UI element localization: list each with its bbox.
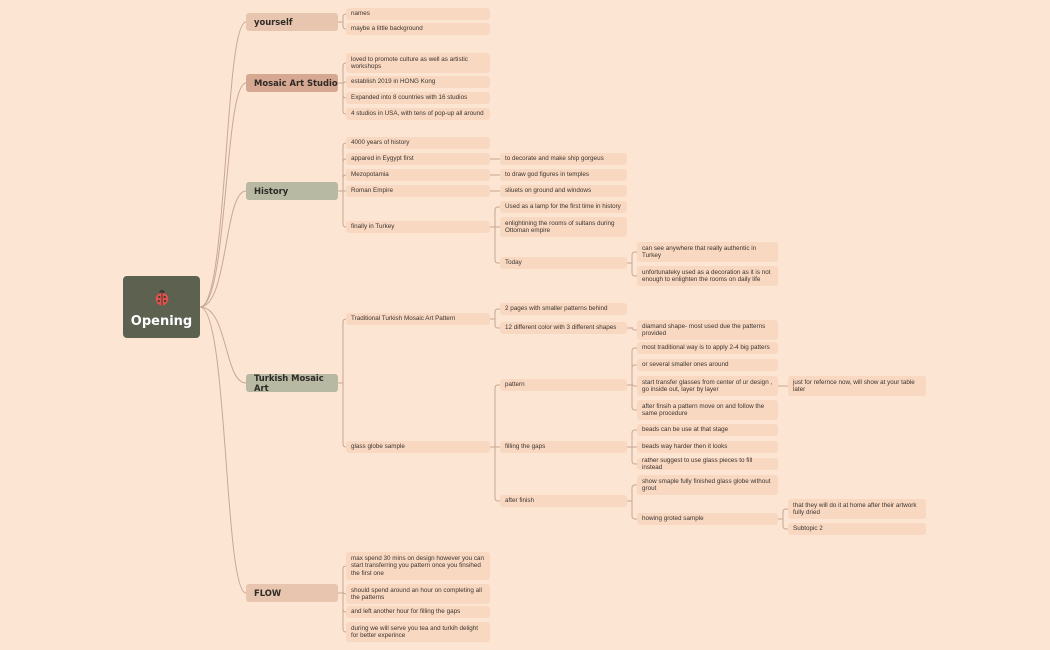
- subtopic-connector: [338, 82, 347, 115]
- subtopic-node[interactable]: enlightining the rooms of sultans during…: [500, 217, 627, 237]
- subtopic-node[interactable]: most traditional way is to apply 2-4 big…: [637, 342, 778, 354]
- subtopic-node[interactable]: unfortunateky used as a decoration as it…: [637, 266, 778, 286]
- subtopic-node[interactable]: max spend 30 mins on design however you …: [346, 552, 490, 580]
- subtopic-node[interactable]: sliuets on ground and windows: [500, 185, 627, 197]
- subtopic-node[interactable]: Traditional Turkish Mosaic Art Pattern: [346, 313, 490, 325]
- subtopic-node[interactable]: show smaple fully finished glass globe w…: [637, 475, 778, 495]
- subtopic-node[interactable]: loved to promote culture as well as arti…: [346, 53, 490, 73]
- subtopic-node[interactable]: diamand shape- most used due the pattern…: [637, 320, 778, 340]
- subtopic-node[interactable]: can see anywhere that really authentic i…: [637, 242, 778, 262]
- subtopic-connector: [490, 318, 500, 329]
- subtopic-connector: [490, 384, 500, 448]
- subtopic-node[interactable]: during we will serve you tea and turkih …: [346, 622, 490, 642]
- subtopic-connector: [490, 308, 500, 320]
- subtopic-connector: [338, 174, 347, 192]
- subtopic-node[interactable]: Expanded into 8 countries with 16 studio…: [346, 92, 490, 104]
- branch-mosaic[interactable]: Mosaic Art Studio: [246, 74, 338, 92]
- subtopic-node[interactable]: establish 2019 in HONG Kong: [346, 76, 490, 88]
- subtopic-connector: [338, 592, 347, 633]
- subtopic-connector: [338, 82, 347, 99]
- branch-yourself[interactable]: yourself: [246, 13, 338, 31]
- subtopic-node[interactable]: Subtopic 2: [788, 523, 926, 535]
- subtopic-connector: [338, 158, 347, 192]
- subtopic-connector: [627, 446, 637, 465]
- subtopic-connector: [627, 429, 637, 448]
- subtopic-node[interactable]: filling the gaps: [500, 441, 627, 453]
- subtopic-connector: [627, 347, 637, 386]
- subtopic-node[interactable]: to decorate and make ship gorgeus: [500, 153, 627, 165]
- subtopic-node[interactable]: Roman Empire: [346, 185, 490, 197]
- subtopic-connector: [338, 21, 347, 30]
- subtopic-connector: [627, 382, 637, 387]
- subtopic-connector: [490, 226, 500, 264]
- subtopic-node[interactable]: after finsih a pattern move on and follo…: [637, 400, 778, 420]
- subtopic-node[interactable]: beads can be use at that stage: [637, 424, 778, 436]
- subtopic-connector: [627, 484, 637, 502]
- subtopic-node[interactable]: 2 pages with smaller patterns behind: [500, 303, 627, 315]
- subtopic-connector: [627, 364, 637, 386]
- subtopic-node[interactable]: maybe a little background: [346, 23, 490, 35]
- branch-connector: [199, 190, 247, 308]
- subtopic-connector: [778, 508, 788, 520]
- subtopic-node[interactable]: pattern: [500, 379, 627, 391]
- subtopic-connector: [338, 13, 347, 23]
- subtopic-connector: [627, 500, 637, 520]
- branch-connector: [199, 306, 247, 384]
- subtopic-connector: [338, 318, 347, 384]
- subtopic-connector: [338, 565, 347, 594]
- subtopic-connector: [627, 384, 637, 411]
- branch-connector: [199, 82, 247, 308]
- subtopic-connector: [627, 326, 637, 331]
- subtopic-connector: [338, 592, 347, 613]
- subtopic-node[interactable]: 12 different color with 3 different shap…: [500, 322, 627, 334]
- subtopic-connector: [778, 518, 788, 530]
- branch-turkish[interactable]: Turkish Mosaic Art: [246, 373, 338, 393]
- subtopic-node[interactable]: finally in Turkey: [346, 221, 490, 233]
- subtopic-connector: [490, 206, 500, 228]
- subtopic-connector: [338, 142, 347, 192]
- ladybug-icon: [153, 288, 171, 311]
- subtopic-node[interactable]: just for refernce now, will show at your…: [788, 376, 926, 396]
- branch-connector: [199, 21, 247, 308]
- root-topic[interactable]: Opening: [123, 276, 200, 338]
- subtopic-node[interactable]: or several smaller ones around: [637, 359, 778, 371]
- subtopic-node[interactable]: 4 studios in USA, with tens of pop-up al…: [346, 108, 490, 120]
- subtopic-node[interactable]: beads way harder then it looks: [637, 441, 778, 453]
- subtopic-node[interactable]: start transfer glasses from center of ur…: [637, 376, 778, 396]
- subtopic-connector: [490, 446, 500, 502]
- branch-flow[interactable]: FLOW: [246, 584, 338, 602]
- branch-connector: [199, 306, 247, 594]
- subtopic-connector: [338, 382, 347, 448]
- subtopic-node[interactable]: and left another hour for filling the ga…: [346, 606, 490, 618]
- subtopic-connector: [338, 62, 347, 84]
- subtopic-connector: [627, 262, 637, 277]
- subtopic-connector: [627, 251, 637, 264]
- subtopic-node[interactable]: glass globe sample: [346, 441, 490, 453]
- subtopic-node[interactable]: 4000 years of history: [346, 137, 490, 149]
- branch-history[interactable]: History: [246, 182, 338, 200]
- subtopic-node[interactable]: Mezopotamia: [346, 169, 490, 181]
- subtopic-node[interactable]: names: [346, 8, 490, 20]
- subtopic-node[interactable]: that they will do it at home after their…: [788, 499, 926, 519]
- subtopic-node[interactable]: to draw god figures in temples: [500, 169, 627, 181]
- subtopic-node[interactable]: Used as a lamp for the first time in his…: [500, 201, 627, 213]
- subtopic-node[interactable]: rather suggest to use glass pieces to fi…: [637, 457, 778, 471]
- subtopic-node[interactable]: appared in Eygypt first: [346, 153, 490, 165]
- subtopic-node[interactable]: should spend around an hour on completin…: [346, 584, 490, 604]
- subtopic-node[interactable]: after finish: [500, 495, 627, 507]
- root-label: Opening: [130, 313, 193, 329]
- subtopic-connector: [338, 190, 347, 228]
- subtopic-node[interactable]: Today: [500, 257, 627, 269]
- subtopic-node[interactable]: howing groted sample: [637, 513, 778, 525]
